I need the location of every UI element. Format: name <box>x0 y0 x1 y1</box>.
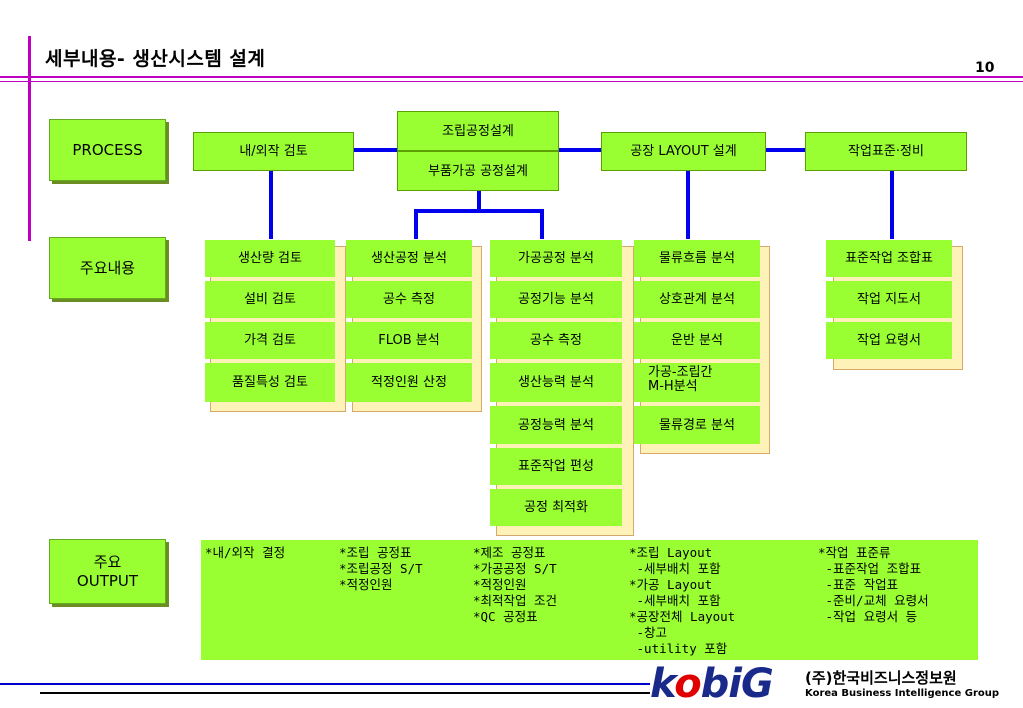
connector-line <box>558 148 602 152</box>
label-main-content: 주요내용 <box>49 237 166 299</box>
connector-line <box>890 169 894 239</box>
output-column-3: *제조 공정표 *가공공정 S/T *적정인원 *최적작업 조건 *QC 공정표 <box>473 545 557 625</box>
output-line: *가공 Layout <box>629 577 713 592</box>
content-item: 가공공정 분석 <box>490 240 622 277</box>
kobig-logo: kobiG <box>650 661 774 707</box>
page-title: 세부내용- 생산시스템 설계 <box>45 48 266 70</box>
output-line: *QC 공정표 <box>473 609 538 624</box>
output-line: *최적작업 조건 <box>473 593 558 608</box>
label-main-output: 주요 OUTPUT <box>49 539 166 604</box>
output-line: -표준 작업표 <box>818 577 899 592</box>
header-rule-thin <box>0 81 1023 82</box>
content-item: 운반 분석 <box>634 322 760 359</box>
output-line: *제조 공정표 <box>473 545 546 560</box>
output-line: -세부배치 포함 <box>629 593 721 608</box>
output-line: *가공공정 S/T <box>473 561 557 576</box>
connector-line <box>352 148 398 152</box>
output-line: *조립공정 S/T <box>339 561 423 576</box>
connector-line <box>414 209 418 239</box>
content-item: 표준작업 편성 <box>490 448 622 485</box>
output-line: -utility 포함 <box>629 641 728 656</box>
content-item-line: M-H분석 <box>648 379 698 394</box>
output-line: -준비/교체 요령서 <box>818 593 929 608</box>
output-line: -창고 <box>629 625 668 640</box>
left-accent-line <box>28 36 31 241</box>
page-number: 10 <box>975 60 995 76</box>
output-line: -작업 요령서 등 <box>818 609 918 624</box>
output-column-5: *작업 표준류 -표준작업 조합표 -표준 작업표 -준비/교체 요령서 -작업… <box>818 545 929 625</box>
content-item: FLOB 분석 <box>346 322 472 359</box>
content-item: 작업 지도서 <box>826 281 952 318</box>
footer-rule-black <box>40 692 650 694</box>
content-item: 물류경로 분석 <box>634 406 760 444</box>
process-make-or-buy: 내/외작 검토 <box>193 132 354 171</box>
content-item: 물류흐름 분석 <box>634 240 760 277</box>
output-line: *내/외작 결정 <box>205 545 286 560</box>
label-output-line1: 주요 <box>93 552 122 571</box>
output-column-2: *조립 공정표 *조립공정 S/T *적정인원 <box>339 545 423 593</box>
output-line: *적정인원 <box>473 577 527 592</box>
process-layout-design: 공장 LAYOUT 설계 <box>601 132 766 171</box>
content-item: 생산공정 분석 <box>346 240 472 277</box>
process-standard-work: 작업표준·정비 <box>805 132 967 171</box>
content-item-line: 가공-조립간 <box>648 365 713 380</box>
company-name-english: Korea Business Intelligence Group <box>805 688 1000 699</box>
connector-line <box>414 209 544 213</box>
output-line: -표준작업 조합표 <box>818 561 922 576</box>
content-item: 적정인원 산정 <box>346 363 472 402</box>
connector-line <box>269 169 273 239</box>
content-item: 설비 검토 <box>205 281 335 318</box>
footer-rule-blue <box>0 683 650 685</box>
output-line: *적정인원 <box>339 577 393 592</box>
content-item: 표준작업 조합표 <box>826 240 952 277</box>
output-line: *조립 공정표 <box>339 545 412 560</box>
content-item: 공정기능 분석 <box>490 281 622 318</box>
content-item: 상호관계 분석 <box>634 281 760 318</box>
company-name-korean: (주)한국비즈니스정보원 <box>805 669 957 687</box>
process-assembly-design: 조립공정설계 <box>397 111 559 151</box>
output-line: *공장전체 Layout <box>629 609 736 624</box>
content-item-multiline: 가공-조립간 M-H분석 <box>634 363 760 402</box>
content-item: 작업 요령서 <box>826 322 952 359</box>
label-output-line2: OUTPUT <box>76 571 139 590</box>
content-item: 생산량 검토 <box>205 240 335 277</box>
connector-line <box>540 209 544 239</box>
connector-line <box>686 169 690 239</box>
output-line: -세부배치 포함 <box>629 561 721 576</box>
output-line: *조립 Layout <box>629 545 713 560</box>
content-item: 공정능력 분석 <box>490 406 622 444</box>
output-column-1: *내/외작 결정 <box>205 545 285 561</box>
content-item: 공수 측정 <box>490 322 622 359</box>
connector-line <box>477 189 481 211</box>
content-item: 생산능력 분석 <box>490 363 622 402</box>
label-process: PROCESS <box>49 119 166 181</box>
connector-line <box>764 148 806 152</box>
content-item: 가격 검토 <box>205 322 335 359</box>
logo-letter: k <box>650 661 675 707</box>
logo-letter-accent: o <box>674 661 702 707</box>
output-line: *작업 표준류 <box>818 545 891 560</box>
output-box: *내/외작 결정 *조립 공정표 *조립공정 S/T *적정인원 *제조 공정표… <box>201 540 978 660</box>
content-item: 공정 최적화 <box>490 489 622 526</box>
logo-letters: biG <box>700 661 774 707</box>
process-parts-design: 부품가공 공정설계 <box>397 151 559 191</box>
output-column-4: *조립 Layout -세부배치 포함 *가공 Layout -세부배치 포함 … <box>629 545 735 657</box>
content-item: 품질특성 검토 <box>205 363 335 402</box>
header-rule <box>0 76 1023 78</box>
content-item: 공수 측정 <box>346 281 472 318</box>
